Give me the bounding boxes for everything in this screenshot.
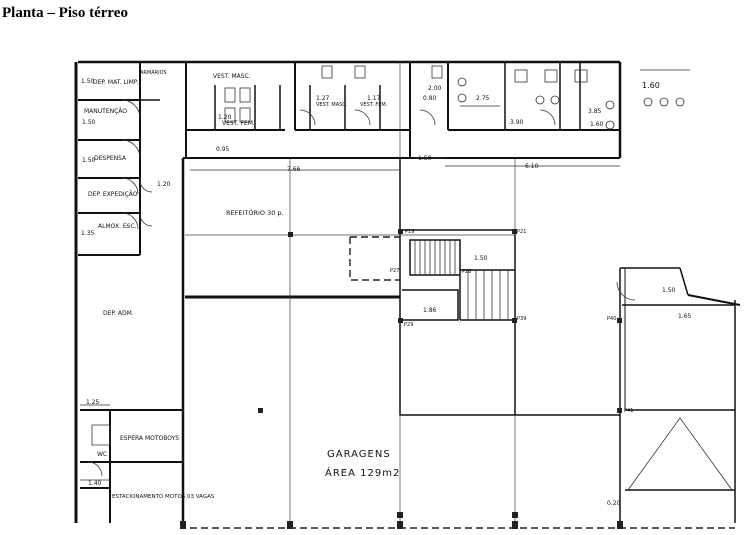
dim-1-35: 1.35 <box>81 230 95 237</box>
dim-1-20: 1.20 <box>157 181 171 188</box>
label-manutencao: MANUTENÇÃO <box>84 108 127 115</box>
dim-1-20-b: 1.20 <box>218 114 232 121</box>
dim-1-65: 1.65 <box>678 313 692 320</box>
label-wc: WC <box>97 451 107 458</box>
label-vest-masc-2: VEST. MASC. <box>316 102 348 108</box>
stair <box>402 239 515 321</box>
right-ramp <box>616 268 735 491</box>
column-marks <box>180 229 623 529</box>
dim-7-66: 7.66 <box>287 166 301 173</box>
dim-1-50-right: 1.50 <box>662 287 676 294</box>
label-despensa: DESPENSA <box>94 155 127 162</box>
dim-1-50-stair: 1.50 <box>474 255 488 262</box>
structural-grid <box>185 62 516 523</box>
label-dep-mat-limp: DEP. MAT. LIMP. <box>93 79 138 86</box>
column-ids: P19 P21 P27 P28 P29 P39 P40 P41 <box>390 229 633 414</box>
label-refeitorio: REFEITÓRIO 30 p. <box>226 208 284 217</box>
dim-1-25: 1.25 <box>86 399 100 406</box>
garage-outline <box>190 236 735 529</box>
left-service-rooms <box>78 62 182 523</box>
label-vest-masc: VEST. MASC. <box>213 73 251 80</box>
label-almox-esc: ALMOX. ESC. <box>98 223 137 230</box>
col-p21: P21 <box>517 229 526 235</box>
dim-6-10: 6.10 <box>525 163 539 170</box>
dim-1-27: 1.27 <box>316 95 330 102</box>
label-vest-fem-2: VEST. FEM. <box>360 102 388 108</box>
dim-0-95: 0.95 <box>216 146 230 153</box>
main-walls <box>181 62 620 523</box>
label-garagens: GARAGENS <box>327 449 391 460</box>
col-p41: P41 <box>624 408 633 414</box>
dim-1-60-b: 1.60 <box>590 121 604 128</box>
col-p28: P28 <box>462 269 471 275</box>
dim-1-50-b: 1.50 <box>82 119 96 126</box>
col-p19: P19 <box>405 229 414 235</box>
col-p27: P27 <box>390 268 399 274</box>
dimension-lines <box>80 69 690 481</box>
dim-1-50-mid: 1.50 <box>418 155 432 162</box>
dim-1-86: 1.86 <box>423 307 437 314</box>
dim-0-80: 0.80 <box>423 95 437 102</box>
dim-3-90: 3.90 <box>510 119 524 126</box>
col-p29: P29 <box>404 322 413 328</box>
outer-walls <box>74 60 741 523</box>
dim-1-17: 1.17 <box>367 95 381 102</box>
sanitary-fixtures <box>224 65 685 130</box>
label-armarios: ARMÁRIOS <box>140 69 167 76</box>
dim-1-50-a: 1.50 <box>81 78 95 85</box>
label-area: ÁREA 129m2 <box>325 466 400 479</box>
room-labels: DEP. MAT. LIMP. ARMÁRIOS MANUTENÇÃO DESP… <box>84 69 400 500</box>
dim-2-00: 2.00 <box>428 85 442 92</box>
dim-0-20: 0.20 <box>607 500 621 507</box>
dim-3-85: 3.85 <box>588 108 602 115</box>
page-title: Planta – Piso térreo <box>2 5 128 21</box>
label-vest-fem: VEST. FEM. <box>222 120 255 127</box>
dim-1-40: 1.40 <box>88 480 102 487</box>
dim-1-50-c: 1.50 <box>82 157 96 164</box>
label-estacionamento: ESTACIONAMENTO MOTOS 03 VAGAS <box>112 494 215 500</box>
label-dep-expedicao: DEP. EXPEDIÇÃO <box>88 191 138 198</box>
col-p40: P40 <box>607 316 616 322</box>
dimension-texts: 1.50 1.50 1.50 1.20 1.35 1.25 1.40 0.95 … <box>81 78 692 507</box>
col-p39: P39 <box>517 316 526 322</box>
dim-2-75: 2.75 <box>476 95 490 102</box>
label-espera-motoboys: ESPERA MOTOBOYS <box>120 435 179 442</box>
dim-1-60: 1.60 <box>642 81 660 90</box>
label-dep-adm: DEP. ADM. <box>103 310 134 317</box>
